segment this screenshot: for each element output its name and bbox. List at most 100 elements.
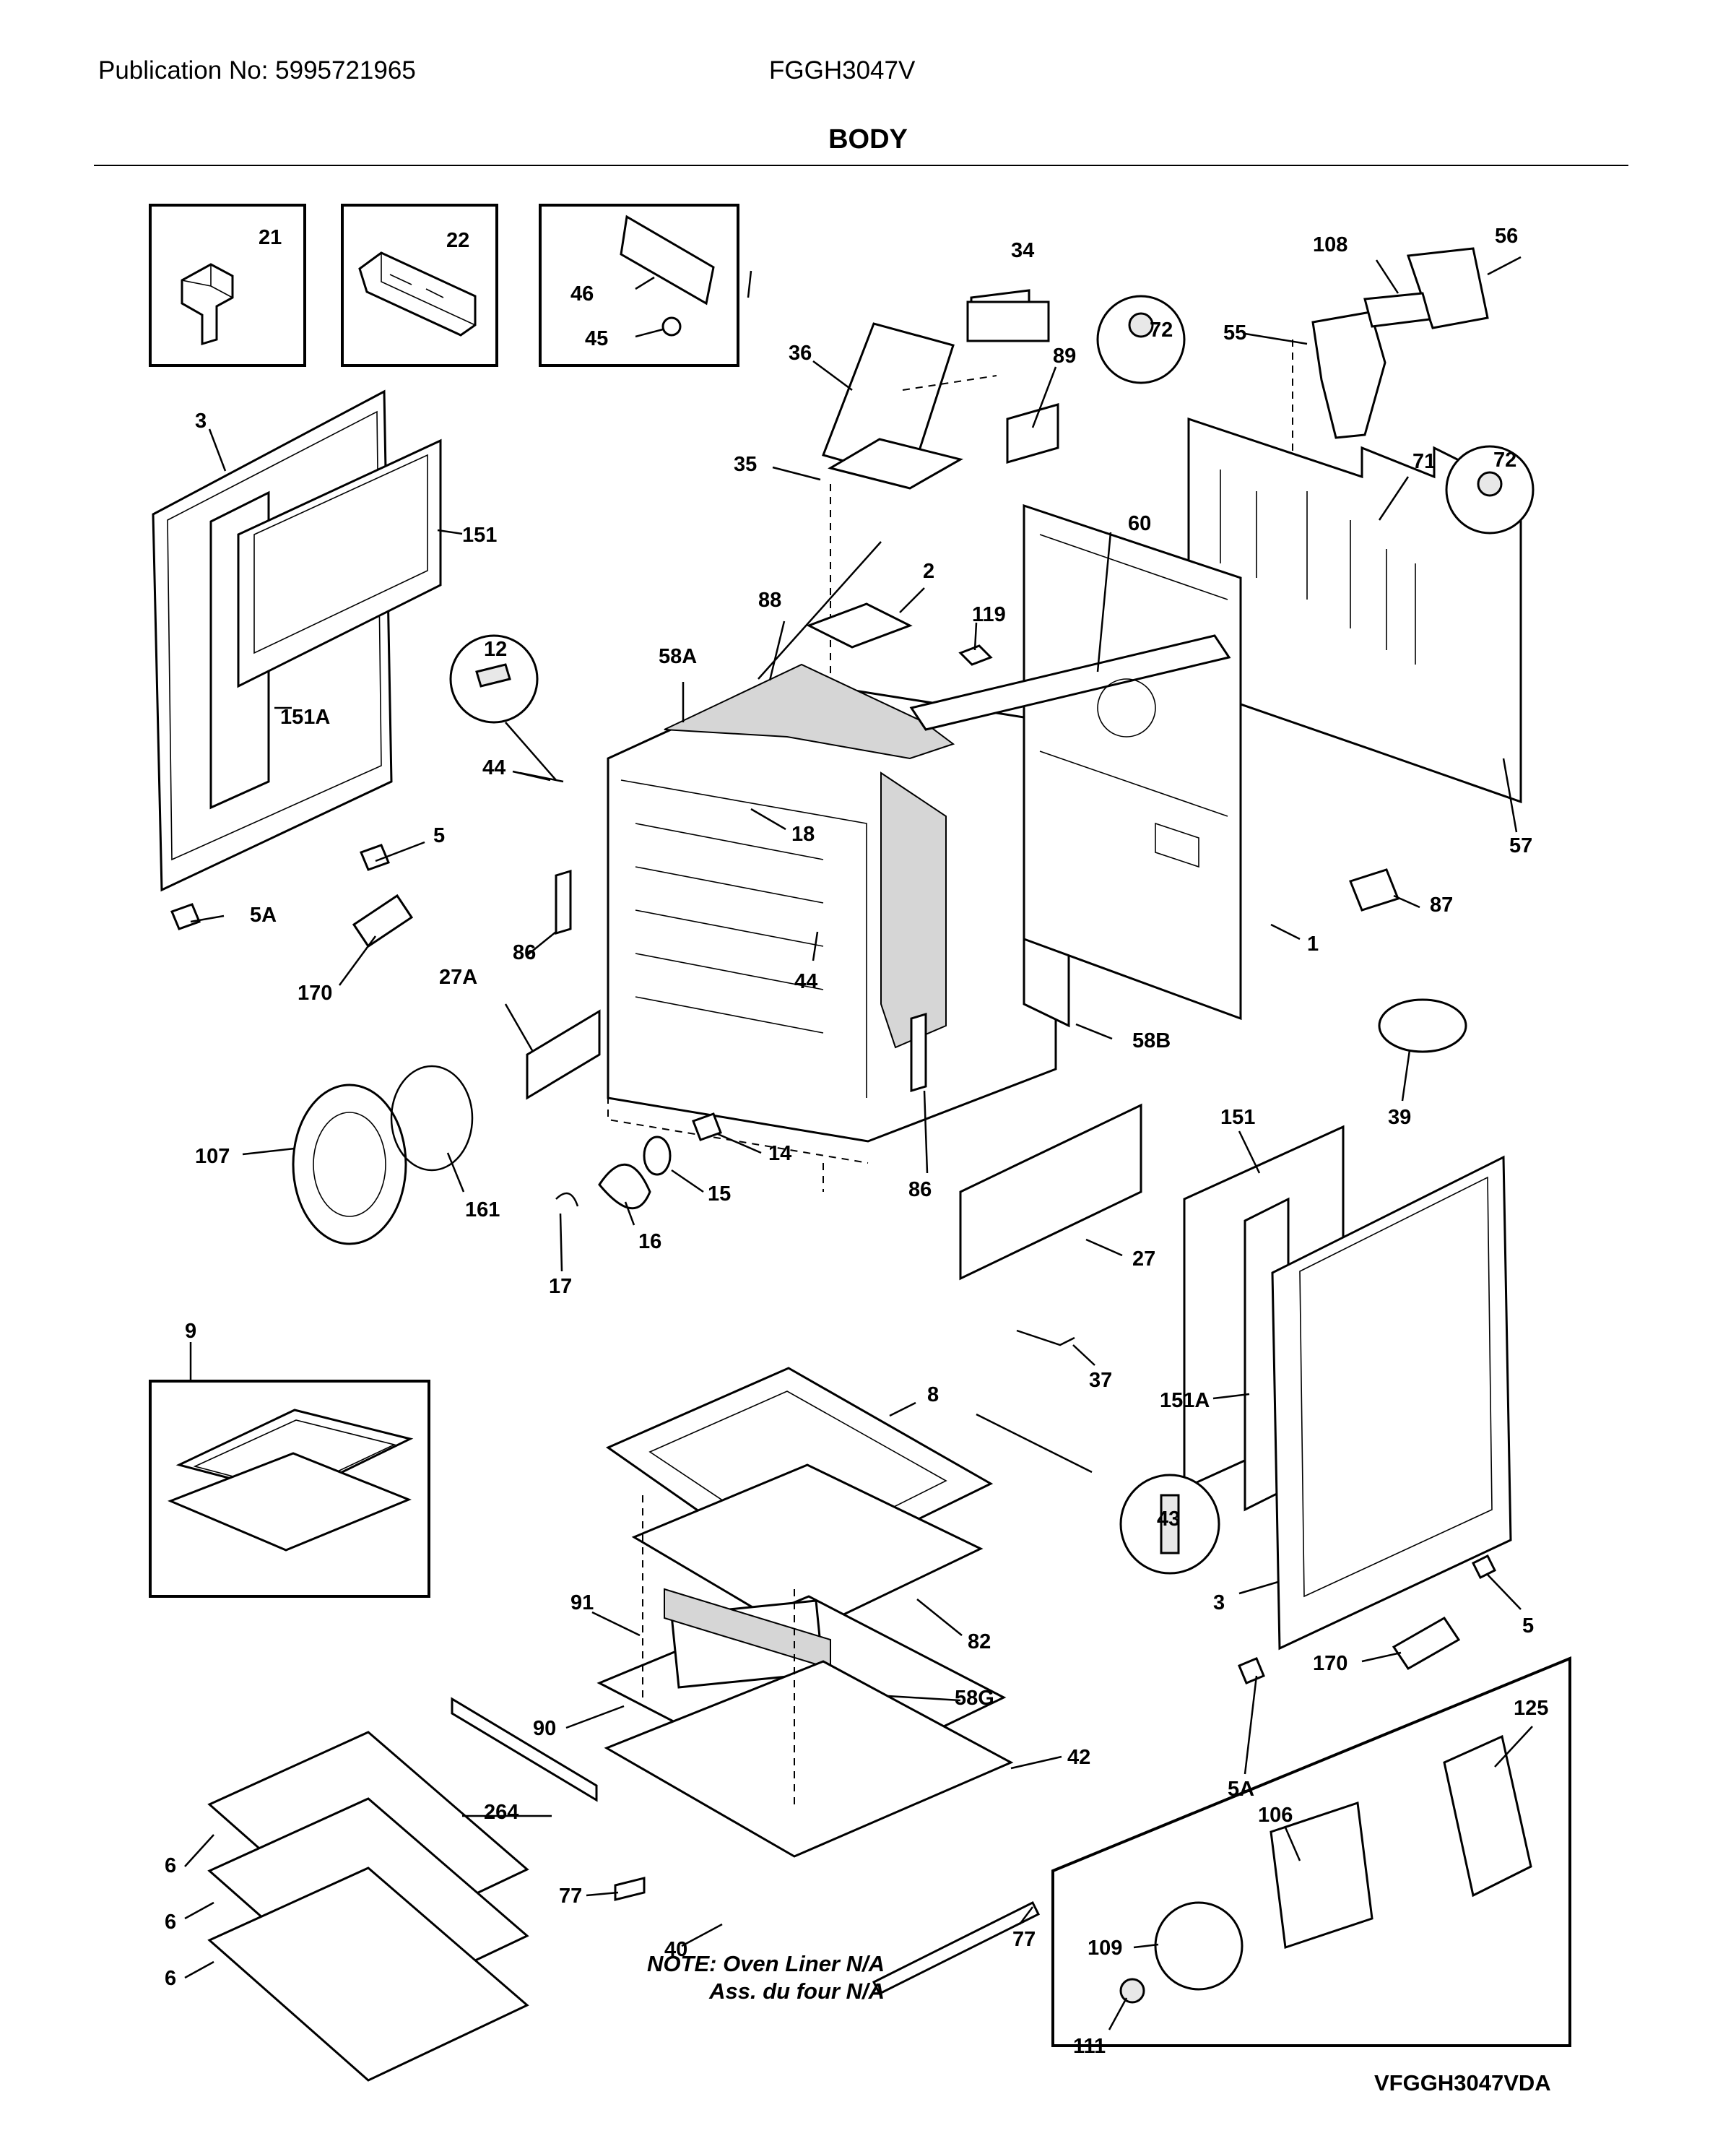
note-line-2: Ass. du four N/A [709,1978,885,2004]
label-119: 119 [972,603,1006,626]
label-18: 18 [791,823,815,846]
label-45: 45 [585,327,608,350]
label-77-right: 77 [1012,1928,1036,1951]
leveler-5A-right [1238,1657,1265,1684]
label-111: 111 [1073,2035,1106,2058]
label-55: 55 [1223,321,1246,345]
label-87: 87 [1430,894,1453,917]
label-77-left: 77 [559,1885,582,1908]
bracket-170-right [1392,1617,1461,1670]
leveler-5-right [1471,1554,1497,1580]
igniter-icon [475,663,511,688]
label-71: 71 [1412,450,1436,473]
bracket-170-left [352,894,414,948]
control-bracket-assembly [1292,247,1489,455]
rail-27A [526,1009,601,1100]
label-16: 16 [638,1230,661,1253]
label-5-right: 5 [1522,1614,1534,1638]
oven-racks [207,1731,529,2082]
label-44-upper: 44 [482,756,505,779]
label-151-left: 151 [462,524,497,547]
knob-icon-b [1477,471,1503,497]
cord-39 [1378,998,1467,1053]
label-1: 1 [1307,933,1319,956]
side-panel-60-1 [909,503,1242,1021]
label-6-b: 6 [165,1911,176,1934]
label-72a: 72 [1150,319,1173,342]
label-46: 46 [570,282,594,306]
screw-icon [1160,1494,1180,1554]
right-door [1183,1125,1512,1651]
label-56: 56 [1495,225,1518,248]
label-37: 37 [1089,1369,1112,1392]
label-27A: 27A [439,966,477,989]
label-90: 90 [533,1717,556,1740]
label-21: 21 [259,226,282,249]
label-161: 161 [465,1198,500,1221]
label-5-left: 5 [433,824,445,847]
label-5A-right: 5A [1228,1778,1254,1801]
publication-number: Publication No: 5995721965 [98,56,416,85]
label-3-left: 3 [195,410,207,433]
rail-27 [959,1103,1142,1281]
label-86-right: 86 [908,1178,932,1201]
light-socket-14 [692,1112,722,1141]
label-151-right: 151 [1220,1106,1255,1129]
leader-lines [184,256,1533,2030]
label-34: 34 [1011,239,1034,262]
note-line-1: NOTE: Oven Liner N/A [647,1951,885,1976]
inset-box-46-45 [539,204,739,367]
label-42: 42 [1067,1746,1090,1769]
label-2: 2 [923,560,934,583]
label-6-c: 6 [165,1967,176,1990]
oven-liner-note: NOTE: Oven Liner N/A Ass. du four N/A [0,1950,885,2005]
label-15: 15 [708,1182,731,1206]
label-109: 109 [1088,1937,1122,1960]
label-82: 82 [968,1630,991,1653]
model-number: FGGH3047V [769,56,916,85]
label-108: 108 [1313,233,1347,256]
vent-duct-assembly [822,289,1059,831]
diagram-code: VFGGH3047VDA [1374,2070,1551,2095]
inset-box-21 [149,204,306,367]
label-107: 107 [195,1145,230,1168]
bracket-86-left [555,869,572,935]
label-89: 89 [1053,345,1076,368]
plate-2 [806,602,913,649]
label-170-right: 170 [1313,1652,1347,1675]
label-22: 22 [446,229,469,252]
part-labels: 21 22 46 45 34 36 89 35 108 56 72 55 71 … [165,225,1548,2058]
label-58A: 58A [659,645,697,668]
fan-motor-inset [1051,1656,1571,2047]
label-86-left: 86 [513,941,536,964]
label-9: 9 [185,1320,196,1343]
leveler-5A-left [170,903,201,930]
label-170-left: 170 [298,982,332,1005]
label-151A-left: 151A [280,706,330,729]
label-57: 57 [1509,834,1532,857]
label-125: 125 [1514,1697,1548,1720]
label-12: 12 [484,638,507,661]
bulb-15 [643,1136,672,1176]
label-27: 27 [1132,1247,1155,1271]
bottom-pan-8 [605,1367,994,1637]
leveler-5-left [360,844,390,871]
label-35: 35 [734,453,757,476]
rod-88 [758,541,882,680]
oven-cavity [607,663,1070,1192]
knob-icon-a [1128,312,1154,338]
clip-119 [958,644,993,666]
inset-box-22 [341,204,498,367]
label-39: 39 [1388,1106,1411,1129]
wire-17 [555,1192,579,1207]
label-40: 40 [664,1938,687,1961]
board-87 [1349,868,1399,912]
left-door [152,389,442,892]
screw-leader [976,1413,1093,1474]
element-161 [390,1065,474,1172]
page-title: BODY [828,124,908,155]
label-17: 17 [549,1275,572,1298]
label-6-a: 6 [165,1854,176,1877]
slide-77-right [872,1900,1041,1996]
